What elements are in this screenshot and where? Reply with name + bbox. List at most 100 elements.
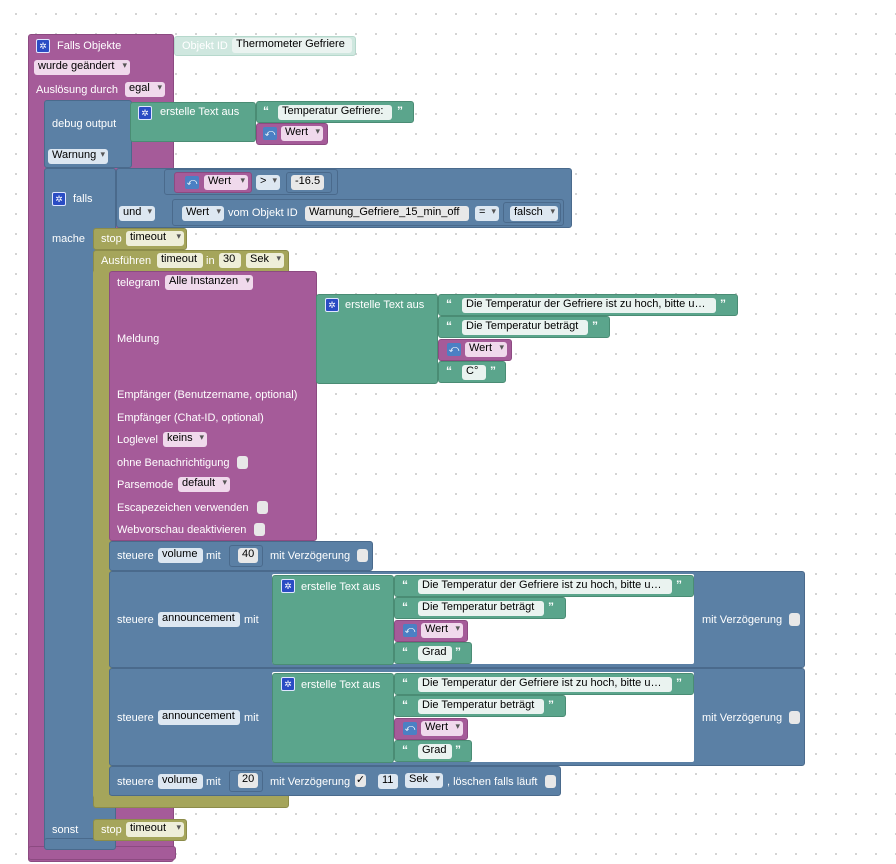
parsemode-label: Parsemode [117,479,174,491]
quote-open-icon: “ [402,743,408,757]
vol2-delay-label: mit Verzögerung [270,776,351,788]
vol2-clear-label: , löschen falls läuft [447,776,538,788]
vol2-delay-value-field[interactable]: 11 [378,774,398,789]
loglevel-dropdown[interactable]: keins [163,431,207,447]
ann1-string3-field[interactable]: Grad [418,646,452,661]
ann1-label: steuere [117,614,154,626]
compare-var-dropdown[interactable]: Wert [204,174,248,190]
vol1-delay-checkbox[interactable] [357,549,368,562]
compare-op-dropdown[interactable]: > [256,174,280,190]
trigger-label: Falls Objekte [57,40,122,52]
escape-label: Escapezeichen verwenden [117,502,249,514]
quote-open-icon: “ [402,676,408,690]
telegram-instance-dropdown[interactable]: Alle Instanzen [165,274,253,290]
vol2-clear-checkbox[interactable] [545,775,556,788]
state-wert-dropdown[interactable]: Wert [182,205,224,221]
changed-dropdown[interactable]: wurde geändert [34,59,130,75]
run-after-stack [93,270,109,798]
object-id-field[interactable]: Thermometer Gefriere [232,38,352,53]
quote-open-icon: “ [402,698,408,712]
stop-label: stop [101,233,122,245]
variable-icon: ⤺ [263,127,277,140]
compare-number-field[interactable]: -16.5 [291,175,325,190]
quote-close-icon: ” [490,364,496,378]
variable-icon: ⤺ [447,343,461,356]
bool-dropdown[interactable]: falsch [510,205,558,221]
quote-close-icon: ” [676,676,682,690]
ann1-string2-field[interactable]: Die Temperatur beträgt [418,601,544,616]
vol2-unit-dropdown[interactable]: Sek [405,772,443,788]
ann2-string1-field[interactable]: Die Temperatur der Gefriere ist zu hoch,… [418,677,672,692]
variable-icon: ⤺ [403,624,417,637]
trigger-by-label: Auslösung durch [36,84,118,96]
ann2-var-dropdown[interactable]: Wert [421,720,463,736]
object-id-label: Objekt ID [182,40,228,52]
ann1-param-field[interactable]: announcement [158,612,240,627]
vol2-delay-checkbox[interactable]: ✓ [355,774,366,787]
state-object-field[interactable]: Warnung_Gefriere_15_min_off [305,206,469,221]
telegram-text-label: erstelle Text aus [345,299,425,311]
ann1-var-dropdown[interactable]: Wert [421,622,463,638]
telegram-string2-field[interactable]: Die Temperatur beträgt [462,320,588,335]
ann2-string2-field[interactable]: Die Temperatur beträgt [418,699,544,714]
vol2-label: steuere [117,776,154,788]
vol2-param-field[interactable]: volume [158,774,203,789]
quote-close-icon: ” [455,743,461,757]
ann2-text-label: erstelle Text aus [301,679,381,691]
else-stop-dropdown[interactable]: timeout [126,821,184,837]
telegram-block[interactable] [109,271,317,541]
telegram-string1-field[interactable]: Die Temperatur der Gefriere ist zu hoch,… [462,298,716,313]
parsemode-dropdown[interactable]: default [178,476,230,492]
gear-icon[interactable]: ✲ [325,298,339,312]
debug-var-dropdown[interactable]: Wert [281,125,323,141]
debug-level-dropdown[interactable]: Warnung [48,148,108,164]
ann1-with-label: mit [244,614,259,626]
gear-icon[interactable]: ✲ [138,106,152,120]
gear-icon[interactable]: ✲ [52,192,66,206]
vol1-label: steuere [117,550,154,562]
gear-icon[interactable]: ✲ [281,579,295,593]
trigger-by-dropdown[interactable]: egal [125,81,165,97]
of-object-label: vom Objekt ID [228,207,298,219]
escape-checkbox[interactable] [257,501,268,514]
vol1-delay-label: mit Verzögerung [270,550,351,562]
message-label: Meldung [117,333,160,345]
gear-icon[interactable]: ✲ [36,39,50,53]
variable-icon: ⤺ [403,722,417,735]
run-name-field[interactable]: timeout [157,253,203,268]
telegram-label: telegram [117,277,160,289]
and-dropdown[interactable]: und [119,205,155,221]
vol1-number-field[interactable]: 40 [238,548,259,563]
ann2-delay-checkbox[interactable] [789,711,800,724]
telegram-string3-field[interactable]: C° [462,365,486,380]
ann2-delay-label: mit Verzögerung [702,712,783,724]
preview-label: Webvorschau deaktivieren [117,524,247,536]
ann2-param-field[interactable]: announcement [158,710,240,725]
ann2-string3-field[interactable]: Grad [418,744,452,759]
ann1-delay-label: mit Verzögerung [702,614,783,626]
quote-open-icon: “ [263,104,269,118]
quote-open-icon: “ [446,297,452,311]
run-unit-dropdown[interactable]: Sek [246,252,284,268]
gear-icon[interactable]: ✲ [281,677,295,691]
debug-string-field[interactable]: Temperatur Gefriere: [278,105,392,120]
preview-checkbox[interactable] [254,523,265,536]
vol1-with-label: mit [206,550,221,562]
quote-open-icon: “ [402,578,408,592]
vol2-number-field[interactable]: 20 [238,773,259,788]
if-label: falls [73,193,93,205]
ann1-delay-checkbox[interactable] [789,613,800,626]
stop-timeout-dropdown[interactable]: timeout [126,230,184,246]
silent-checkbox[interactable] [237,456,248,469]
ann1-string1-field[interactable]: Die Temperatur der Gefriere ist zu hoch,… [418,579,672,594]
eq-dropdown[interactable]: = [475,205,499,221]
run-value-field[interactable]: 30 [219,253,241,268]
do-label: mache [52,233,86,245]
run-in-label: in [206,255,215,267]
ann2-label: steuere [117,712,154,724]
telegram-var-dropdown[interactable]: Wert [465,341,507,357]
quote-close-icon: ” [455,645,461,659]
vol1-param-field[interactable]: volume [158,548,203,563]
vol2-with-label: mit [206,776,221,788]
variable-icon: ⤺ [185,176,199,189]
